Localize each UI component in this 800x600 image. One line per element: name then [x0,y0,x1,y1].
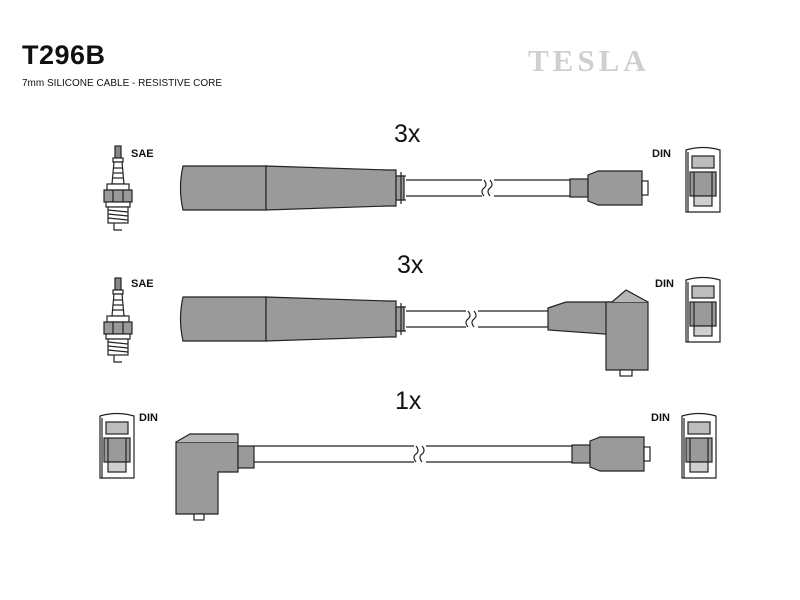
row1-short-boot [569,170,649,206]
row3-left-din-connector-icon [99,412,135,479]
row2-angled-boot [547,289,649,377]
row1-long-boot [179,165,407,211]
row2-left-label: SAE [131,278,154,290]
row2-quantity: 3x [397,251,424,279]
row1-din-connector-icon [685,146,721,213]
row3-right-din-connector-icon [681,412,717,479]
row1-right-label: DIN [652,148,671,160]
row1-left-label: SAE [131,148,154,160]
row3-angled-boot [175,433,255,521]
row2-cable [103,276,721,377]
row3-right-label: DIN [651,412,670,424]
row3-left-label: DIN [139,412,158,424]
brand-logo: TESLA [528,43,650,78]
row2-long-boot [179,296,407,342]
row2-right-label: DIN [655,278,674,290]
row2-spark-plug-icon [103,277,133,363]
row3-short-boot [571,436,651,472]
row3-quantity: 1x [395,387,422,415]
part-code: T296B [22,40,106,70]
cable-description: 7mm SILICONE CABLE - RESISTIVE CORE [22,78,223,89]
row1-quantity: 3x [394,120,421,148]
row1-cable [103,145,721,231]
row1-spark-plug-icon [103,145,133,231]
row2-din-connector-icon [685,276,721,343]
row3-cable [99,412,717,521]
